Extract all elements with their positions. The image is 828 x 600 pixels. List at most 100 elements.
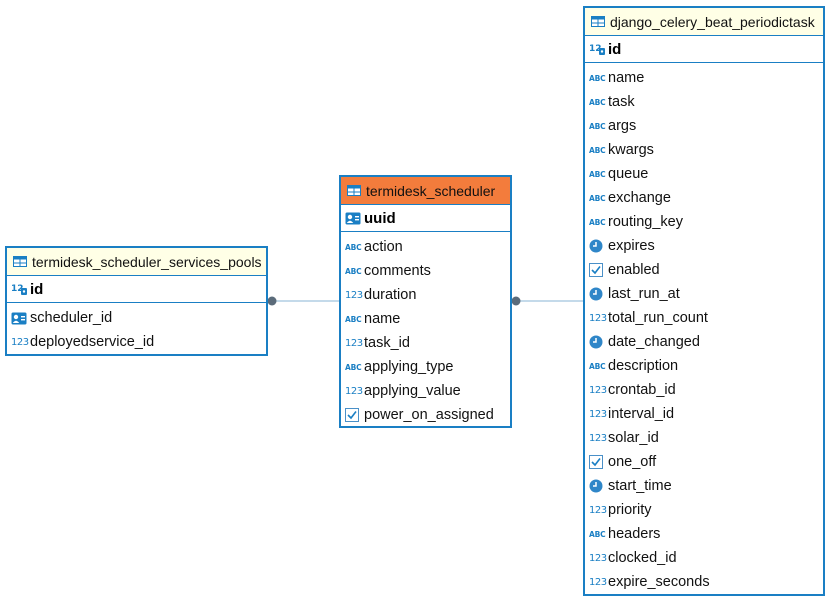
- text-icon: ABC: [345, 266, 362, 276]
- table-icon: [13, 256, 27, 267]
- numeric-icon: 123: [589, 504, 607, 516]
- column-name: total_run_count: [608, 310, 708, 326]
- entity-header[interactable]: termidesk_scheduler: [341, 177, 510, 205]
- numeric-icon: 123: [589, 552, 607, 564]
- column-name: power_on_assigned: [364, 407, 494, 423]
- numeric-icon: 123: [589, 384, 607, 396]
- column-name: args: [608, 118, 637, 134]
- text-icon: ABC: [589, 73, 606, 83]
- entity-title: termidesk_scheduler_services_pools: [32, 253, 262, 270]
- column-row[interactable]: scheduler_id: [7, 306, 266, 330]
- clock-icon: [589, 287, 607, 301]
- column-name: start_time: [608, 478, 672, 494]
- table-icon: [347, 185, 361, 196]
- column-name: crontab_id: [608, 382, 676, 398]
- numeric-key-icon: 12: [589, 42, 607, 56]
- svg-text:12: 12: [11, 284, 24, 294]
- primary-key-name: uuid: [364, 209, 396, 227]
- column-name: interval_id: [608, 406, 675, 422]
- numeric-icon: 123: [345, 385, 363, 397]
- svg-text:12: 12: [589, 44, 602, 54]
- column-name: task: [608, 94, 635, 110]
- text-icon: ABC: [345, 242, 362, 252]
- column-name: comments: [364, 263, 431, 279]
- primary-key-row[interactable]: uuid: [341, 205, 510, 232]
- column-row[interactable]: date_changed: [585, 330, 823, 354]
- column-name: expires: [608, 238, 655, 254]
- column-name: routing_key: [608, 214, 683, 230]
- column-name: enabled: [608, 262, 660, 278]
- checkbox-icon: [345, 408, 363, 422]
- checkbox-icon: [589, 263, 607, 277]
- entity-header[interactable]: django_celery_beat_periodictask: [585, 8, 823, 36]
- text-icon: ABC: [589, 193, 606, 203]
- text-icon: ABC: [589, 217, 606, 227]
- column-name: priority: [608, 502, 652, 518]
- primary-key-row[interactable]: 12 id: [7, 276, 266, 303]
- entity-header[interactable]: termidesk_scheduler_services_pools: [7, 248, 266, 276]
- entity-title: termidesk_scheduler: [366, 182, 496, 199]
- column-row[interactable]: power_on_assigned: [341, 403, 510, 427]
- column-name: date_changed: [608, 334, 700, 350]
- column-name: last_run_at: [608, 286, 680, 302]
- column-name: applying_value: [364, 383, 461, 399]
- column-name: name: [364, 311, 401, 327]
- column-name: queue: [608, 166, 649, 182]
- column-row[interactable]: one_off: [585, 450, 823, 474]
- column-row[interactable]: last_run_at: [585, 282, 823, 306]
- column-name: duration: [364, 287, 417, 303]
- clock-icon: [589, 479, 607, 493]
- checkbox-icon: [589, 455, 607, 469]
- text-icon: ABC: [589, 169, 606, 179]
- column-row[interactable]: start_time: [585, 474, 823, 498]
- column-name: kwargs: [608, 142, 654, 158]
- column-name: name: [608, 70, 645, 86]
- clock-icon: [589, 239, 607, 253]
- column-row[interactable]: expires: [585, 234, 823, 258]
- column-name: action: [364, 239, 403, 255]
- column-name: task_id: [364, 335, 410, 351]
- relationship-dot-pools[interactable]: [267, 296, 277, 306]
- text-icon: ABC: [589, 121, 606, 131]
- text-icon: ABC: [345, 362, 362, 372]
- column-name: applying_type: [364, 359, 454, 375]
- column-row[interactable]: enabled: [585, 258, 823, 282]
- column-name: expire_seconds: [608, 574, 710, 590]
- column-name: deployedservice_id: [30, 334, 155, 350]
- primary-key-name: id: [30, 280, 44, 298]
- relationship-dot-scheduler[interactable]: [511, 296, 521, 306]
- clock-icon: [589, 335, 607, 349]
- column-name: exchange: [608, 190, 671, 206]
- column-name: clocked_id: [608, 550, 677, 566]
